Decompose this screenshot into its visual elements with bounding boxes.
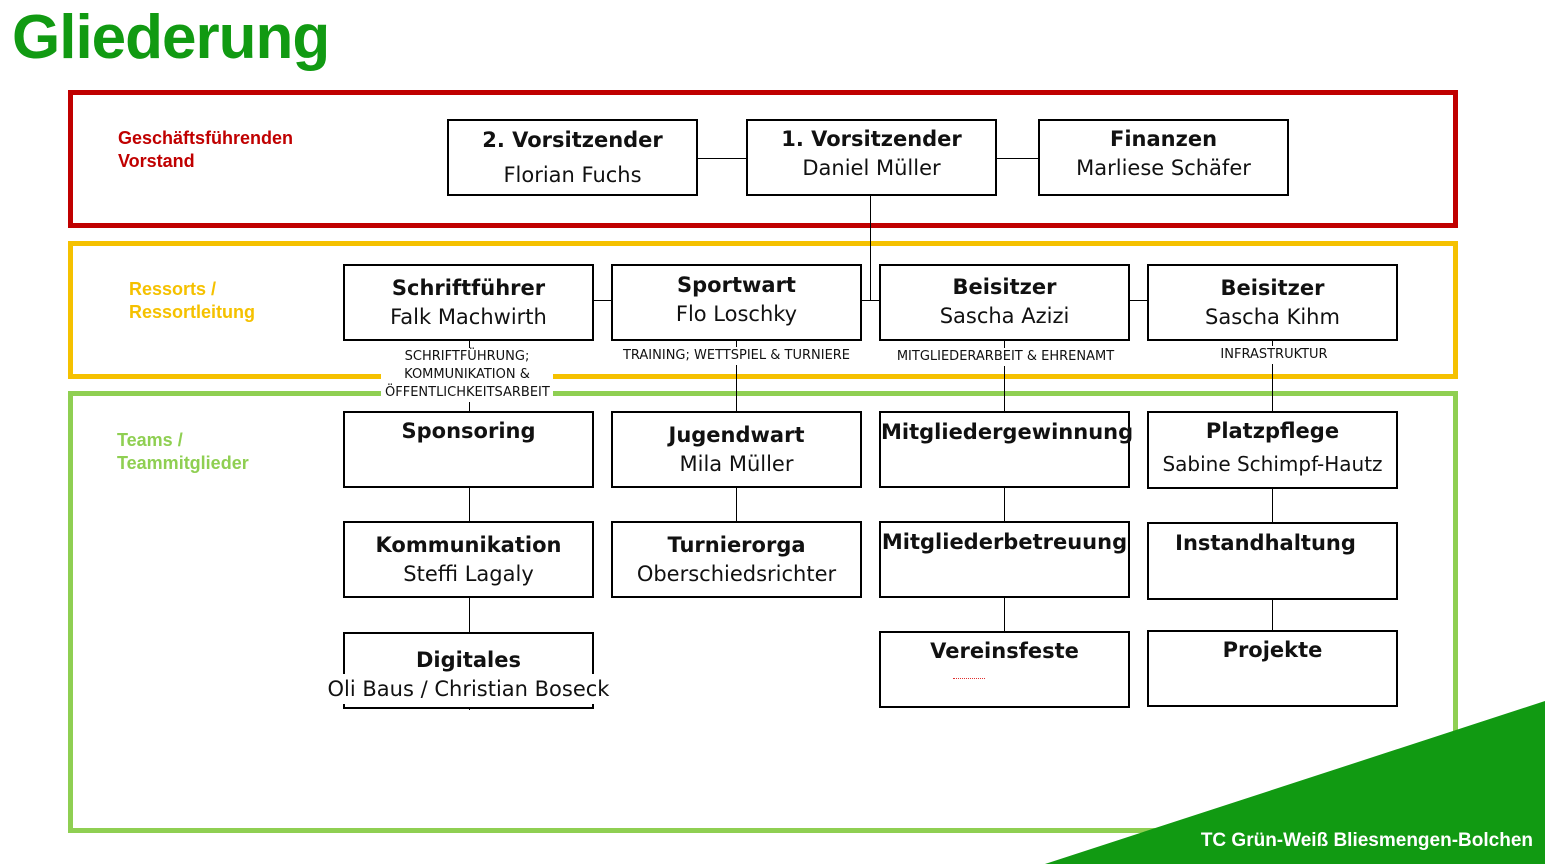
box-title: Turnierorga bbox=[667, 533, 806, 557]
box-name: Marliese Schäfer bbox=[1076, 156, 1251, 180]
box-name: Falk Machwirth bbox=[390, 305, 547, 329]
box-title: 1. Vorsitzender bbox=[781, 127, 962, 151]
box-title: Finanzen bbox=[1109, 127, 1218, 151]
footer-club-name: TC Grün-Weiß Bliesmengen-Bolchen bbox=[1200, 830, 1533, 851]
section-label-line: Ressortleitung bbox=[129, 302, 256, 322]
box-name: Oli Baus / Christian Boseck bbox=[305, 674, 632, 704]
box-title: Digitales bbox=[415, 648, 521, 672]
box-title: Vereinsfeste bbox=[930, 639, 1079, 663]
box-title: Mitgliedergewinnung bbox=[881, 420, 1134, 444]
section-label-line: Vorstand bbox=[118, 151, 195, 171]
scope-label-mitglieder: MITGLIEDERARBEIT & EHRENAMT bbox=[888, 348, 1123, 366]
box-name: Sascha Kihm bbox=[1205, 305, 1340, 329]
box-name: Sascha Azizi bbox=[939, 304, 1070, 328]
underline-mark bbox=[953, 678, 985, 679]
box-kommunikation: Kommunikation Steffi Lagaly bbox=[343, 521, 594, 598]
vorstand-frame bbox=[68, 90, 1458, 228]
box-schriftfuehrer: Schriftführer Falk Machwirth bbox=[343, 264, 594, 341]
box-title: Mitgliederbetreuung bbox=[881, 530, 1128, 554]
box-vereinsfeste: Vereinsfeste bbox=[879, 631, 1130, 708]
box-title: 2. Vorsitzender bbox=[482, 128, 663, 152]
box-name: Daniel Müller bbox=[802, 156, 941, 180]
box-title: Platzpflege bbox=[1205, 419, 1340, 443]
box-sponsoring: Sponsoring bbox=[343, 411, 594, 488]
connector-line bbox=[996, 158, 1039, 159]
section-label-line: Geschäftsführenden bbox=[118, 128, 294, 148]
box-beisitzer-azizi: Beisitzer Sascha Azizi bbox=[879, 264, 1130, 341]
box-name: Flo Loschky bbox=[675, 302, 798, 326]
box-2-vorsitzender: 2. Vorsitzender Florian Fuchs bbox=[447, 119, 698, 196]
box-jugendwart: Jugendwart Mila Müller bbox=[611, 411, 862, 488]
connector-line bbox=[697, 158, 747, 159]
box-title: Beisitzer bbox=[1220, 276, 1325, 300]
section-label-line: Teams / bbox=[117, 430, 183, 450]
box-digitales: Digitales Oli Baus / Christian Boseck bbox=[305, 632, 632, 709]
box-title: Beisitzer bbox=[952, 275, 1057, 299]
connector-line bbox=[593, 300, 612, 301]
section-label-line: Teammitglieder bbox=[117, 453, 249, 473]
corner-triangle bbox=[1045, 701, 1545, 864]
box-name: Sabine Schimpf-Hautz bbox=[1162, 452, 1383, 476]
box-platzpflege: Platzpflege Sabine Schimpf-Hautz bbox=[1147, 411, 1398, 489]
section-label-teams: Teams / Teammitglieder bbox=[117, 429, 249, 475]
box-title: Sponsoring bbox=[401, 419, 536, 443]
box-title: Instandhaltung bbox=[1175, 531, 1356, 555]
box-name: Mila Müller bbox=[679, 452, 794, 476]
box-title: Kommunikation bbox=[375, 533, 562, 557]
box-title: Schriftführer bbox=[391, 276, 546, 300]
page-title: Gliederung bbox=[12, 3, 330, 72]
section-label-line: Ressorts / bbox=[129, 279, 217, 299]
box-finanzen: Finanzen Marliese Schäfer bbox=[1038, 119, 1289, 196]
teams-frame bbox=[68, 391, 1458, 833]
scope-line: ÖFFENTLICHKEITSARBEIT bbox=[385, 385, 550, 400]
box-mitgliedergewinnung: Mitgliedergewinnung bbox=[879, 411, 1134, 488]
box-turnierorga: Turnierorga Oberschiedsrichter bbox=[611, 521, 862, 598]
box-instandhaltung: Instandhaltung bbox=[1147, 522, 1398, 600]
box-name: Oberschiedsrichter bbox=[636, 562, 837, 586]
connector-line bbox=[860, 300, 880, 301]
box-beisitzer-kihm: Beisitzer Sascha Kihm bbox=[1147, 264, 1398, 341]
box-name: Florian Fuchs bbox=[503, 163, 642, 187]
connector-line bbox=[1129, 300, 1148, 301]
box-title: Projekte bbox=[1222, 638, 1323, 662]
section-label-vorstand: Geschäftsführenden Vorstand bbox=[118, 127, 293, 173]
ressorts-frame bbox=[68, 241, 1458, 379]
scope-label-schriftfuehrung: SCHRIFTFÜHRUNG; KOMMUNIKATION & ÖFFENTLI… bbox=[381, 348, 553, 402]
scope-line: KOMMUNIKATION & bbox=[404, 367, 530, 382]
connector-line bbox=[870, 195, 871, 300]
box-name: Steffi Lagaly bbox=[403, 562, 534, 586]
box-sportwart: Sportwart Flo Loschky bbox=[611, 264, 862, 341]
scope-label-infrastruktur: INFRASTRUKTUR bbox=[1211, 346, 1337, 364]
scope-label-sport: TRAINING; WETTSPIEL & TURNIERE bbox=[614, 347, 859, 365]
scope-line: SCHRIFTFÜHRUNG; bbox=[404, 349, 530, 364]
box-title: Jugendwart bbox=[668, 423, 805, 447]
section-label-ressorts: Ressorts / Ressortleitung bbox=[129, 278, 255, 324]
box-mitgliederbetreuung: Mitgliederbetreuung bbox=[879, 521, 1130, 598]
box-title: Sportwart bbox=[677, 273, 796, 297]
box-1-vorsitzender: 1. Vorsitzender Daniel Müller bbox=[746, 119, 997, 196]
box-projekte: Projekte bbox=[1147, 630, 1398, 707]
